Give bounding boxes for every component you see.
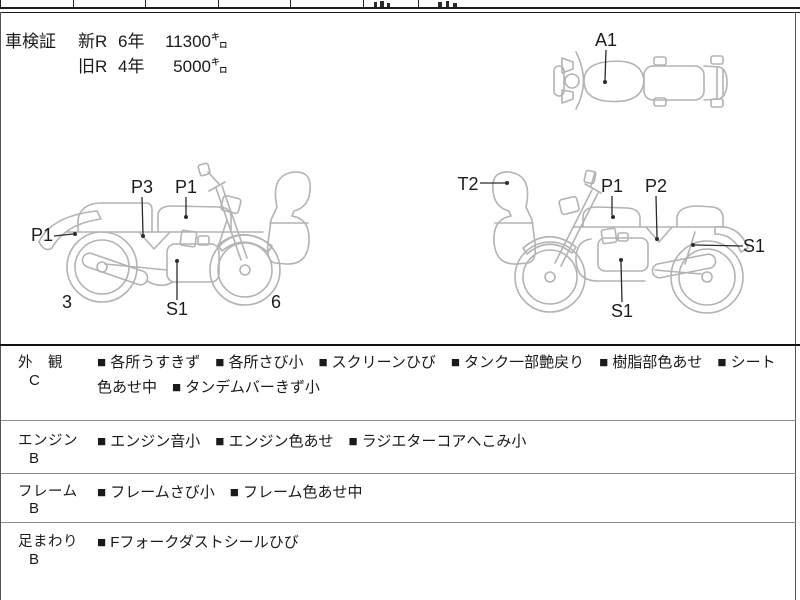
diagram-number-right: 6 (271, 292, 281, 312)
header-text-fragment (438, 2, 442, 7)
diagram-number-left: 3 (62, 292, 72, 312)
inspection-grade: B (29, 450, 40, 467)
bike-top-view-diagram: A1 (545, 28, 745, 123)
header-divider (73, 0, 75, 7)
header-divider (363, 0, 365, 7)
inspection-category: 外 観 (18, 355, 63, 371)
damage-code-s1-engine: S1 (166, 299, 188, 319)
header-rule (0, 11, 800, 14)
inspection-category: エンジン (18, 433, 78, 449)
damage-code-a1: A1 (595, 30, 617, 50)
header-text-fragment (380, 1, 384, 7)
inspection-category: 足まわり (18, 534, 78, 550)
inspection-row-exterior: 外 観 C ■ 各所うすきず ■ 各所さび小 ■ スクリーンひび ■ タンク一部… (1, 346, 796, 420)
bike-left-side-diagram: P3 P1 P1 S1 3 6 (25, 160, 325, 335)
header-text-fragment (446, 1, 449, 7)
registration-old-label: 旧R (78, 57, 108, 76)
damage-code-p2: P2 (645, 176, 667, 196)
sheet-left-border (0, 12, 2, 600)
inspection-row-undercarriage: 足まわり B ■ Fフォークダストシールひび (1, 522, 796, 600)
inspection-category: フレーム (18, 484, 78, 500)
damage-code-p1-tank: P1 (601, 176, 623, 196)
registration-row: 車検証 新R 6年 11300㌔ (5, 29, 228, 54)
damage-code-s1-engine: S1 (611, 301, 633, 321)
registration-old-mileage: 5000㌔ (173, 57, 228, 76)
inspection-grade: B (29, 500, 40, 517)
inspection-grade: C (29, 372, 40, 389)
registration-block: 車検証 新R 6年 11300㌔ 旧R 4年 5000㌔ (5, 29, 228, 79)
inspection-notes: ■ 各所うすきず ■ 各所さび小 ■ スクリーンひび ■ タンク一部艶戻り ■ … (97, 354, 776, 396)
header-divider (418, 0, 420, 7)
header-divider (0, 0, 2, 7)
damage-code-p1-fender: P1 (31, 225, 53, 245)
registration-old-year: 4年 (118, 57, 145, 76)
inspection-notes: ■ フレームさび小 ■ フレーム色あせ中 (97, 484, 363, 501)
inspection-top-rule (0, 343, 800, 346)
inspection-grade: B (29, 551, 40, 568)
header-divider (290, 0, 292, 7)
inspection-notes: ■ エンジン音小 ■ エンジン色あせ ■ ラジエターコアへこみ小 (97, 433, 527, 450)
header-divider (218, 0, 220, 7)
registration-row: 旧R 4年 5000㌔ (5, 54, 228, 79)
header-rule (0, 7, 800, 9)
sheet-right-border (795, 12, 797, 600)
header-text-fragment (374, 2, 377, 7)
header-text-fragment (453, 3, 457, 7)
damage-code-s1-shock: S1 (743, 236, 765, 256)
bike-right-side-diagram: T2 P1 P2 S1 S1 (455, 160, 775, 340)
inspection-notes: ■ Fフォークダストシールひび (97, 534, 299, 551)
registration-new-year: 6年 (118, 32, 145, 51)
inspection-row-engine: エンジン B ■ エンジン音小 ■ エンジン色あせ ■ ラジエターコアへこみ小 (1, 420, 796, 473)
registration-new-mileage: 11300㌔ (164, 32, 228, 51)
damage-code-p1-tank: P1 (175, 177, 197, 197)
registration-new-label: 新R (78, 32, 108, 51)
registration-title: 車検証 (5, 32, 56, 51)
damage-code-p3: P3 (131, 177, 153, 197)
inspection-row-frame: フレーム B ■ フレームさび小 ■ フレーム色あせ中 (1, 473, 796, 522)
damage-code-t2: T2 (457, 174, 478, 194)
header-text-fragment (387, 3, 390, 7)
header-divider (145, 0, 147, 7)
